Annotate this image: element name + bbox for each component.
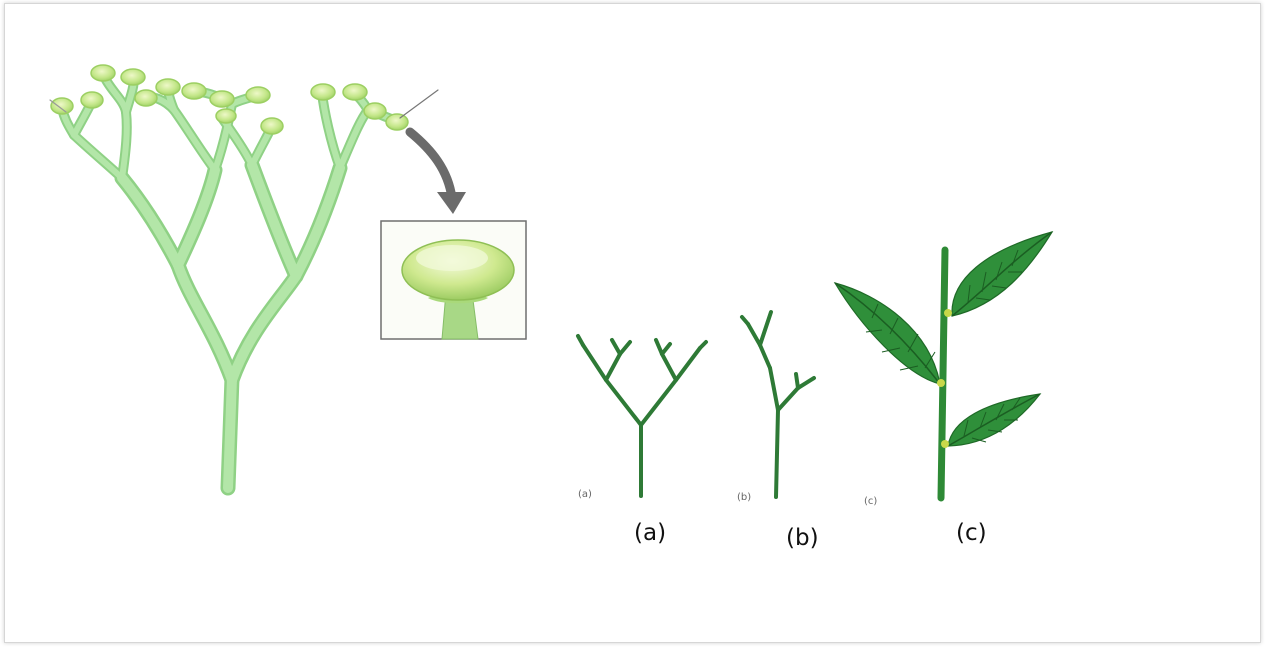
sporangium-inset [381, 221, 526, 339]
small-label-c: (c) [864, 496, 877, 507]
caption-c: (c) [956, 520, 987, 546]
node-bud [941, 440, 949, 448]
branching-diagram-a [578, 336, 706, 496]
caption-a: (a) [634, 520, 666, 546]
node-bud [937, 379, 945, 387]
small-label-b: (b) [737, 492, 751, 503]
node-bud [944, 309, 952, 317]
leafy-stem-diagram-c [835, 232, 1052, 498]
pointer-line-right [400, 90, 438, 118]
caption-b: (b) [786, 525, 819, 551]
early-plant-illustration [50, 65, 438, 488]
small-label-a: (a) [578, 489, 592, 500]
zoom-arrow [410, 132, 466, 214]
branching-diagram-b [742, 312, 814, 497]
